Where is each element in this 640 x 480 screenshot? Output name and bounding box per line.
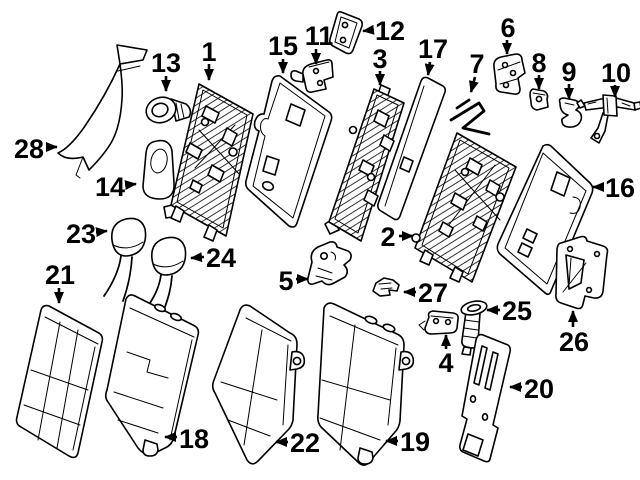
part-4-bracket (418, 310, 459, 335)
part-28-pillar-trim (57, 44, 148, 179)
part-22-cushion (211, 304, 306, 465)
part-15-back-panel (245, 75, 333, 228)
callout-13-label[interactable]: 13 (151, 48, 181, 78)
part-21-cushion (15, 304, 104, 459)
part-23-headrest (103, 217, 147, 302)
part-12-mounting-plate (329, 11, 363, 55)
callout-19-label[interactable]: 19 (400, 427, 430, 457)
callout-7-label[interactable]: 7 (469, 49, 484, 79)
callout-14-label[interactable]: 14 (95, 172, 125, 202)
part-26-lock (555, 235, 609, 310)
callout-6-label[interactable]: 6 (500, 13, 515, 43)
part-5-bracket (307, 241, 352, 286)
callout-26-label[interactable]: 26 (559, 327, 589, 357)
callout-10-label[interactable]: 10 (601, 58, 631, 88)
callout-7-arrow (469, 76, 479, 93)
callout-27-label[interactable]: 27 (418, 278, 448, 308)
callout-22-label[interactable]: 22 (290, 428, 320, 458)
part-19-cushion (317, 302, 415, 466)
callout-5-label[interactable]: 5 (278, 266, 293, 296)
part-10-striker (576, 94, 640, 144)
callout-14-arrow (124, 180, 137, 191)
part-13-grommet (145, 96, 192, 124)
part-1-seat-back-frame (163, 83, 254, 242)
callout-23-label[interactable]: 23 (66, 219, 96, 249)
callout-8-label[interactable]: 8 (531, 48, 546, 78)
callout-15-label[interactable]: 15 (268, 31, 298, 61)
callout-23-arrow (95, 227, 108, 238)
part-18-cushion (104, 294, 200, 457)
part-11-bracket (290, 59, 334, 93)
part-7-rod (449, 98, 491, 136)
callout-16-label[interactable]: 16 (605, 173, 635, 203)
part-16-back-panel (496, 143, 594, 296)
callout-4-label[interactable]: 4 (438, 348, 453, 378)
callout-25-label[interactable]: 25 (502, 296, 532, 326)
callout-20-label[interactable]: 20 (524, 374, 554, 404)
callout-28-label[interactable]: 28 (14, 134, 44, 164)
part-27-clip (372, 277, 400, 297)
callout-12-label[interactable]: 12 (375, 16, 405, 46)
callout-24-label[interactable]: 24 (206, 243, 236, 273)
callout-3-label[interactable]: 3 (372, 44, 387, 74)
part-20-floor-bracket (459, 333, 512, 463)
part-2-seat-back-frame (411, 132, 517, 283)
part-8-clip (529, 88, 549, 111)
callout-17-arrow (424, 61, 435, 76)
part-3-seat-back-frame (324, 84, 405, 242)
callout-11-label[interactable]: 11 (305, 21, 334, 51)
callout-17-label[interactable]: 17 (418, 34, 448, 64)
callout-18-label[interactable]: 18 (179, 424, 209, 454)
callout-21-label[interactable]: 21 (45, 260, 75, 290)
callout-1-label[interactable]: 1 (201, 37, 216, 67)
callout-12-arrow (362, 24, 375, 35)
part-17-trim-strip (377, 76, 447, 221)
callout-24-arrow (190, 252, 205, 263)
part-25-pin (460, 300, 488, 356)
part-24-headrest (147, 236, 187, 308)
part-6-lock (493, 53, 526, 95)
callout-2-label[interactable]: 2 (380, 222, 395, 252)
callout-9-label[interactable]: 9 (561, 57, 576, 87)
part-14-cover (142, 139, 175, 200)
